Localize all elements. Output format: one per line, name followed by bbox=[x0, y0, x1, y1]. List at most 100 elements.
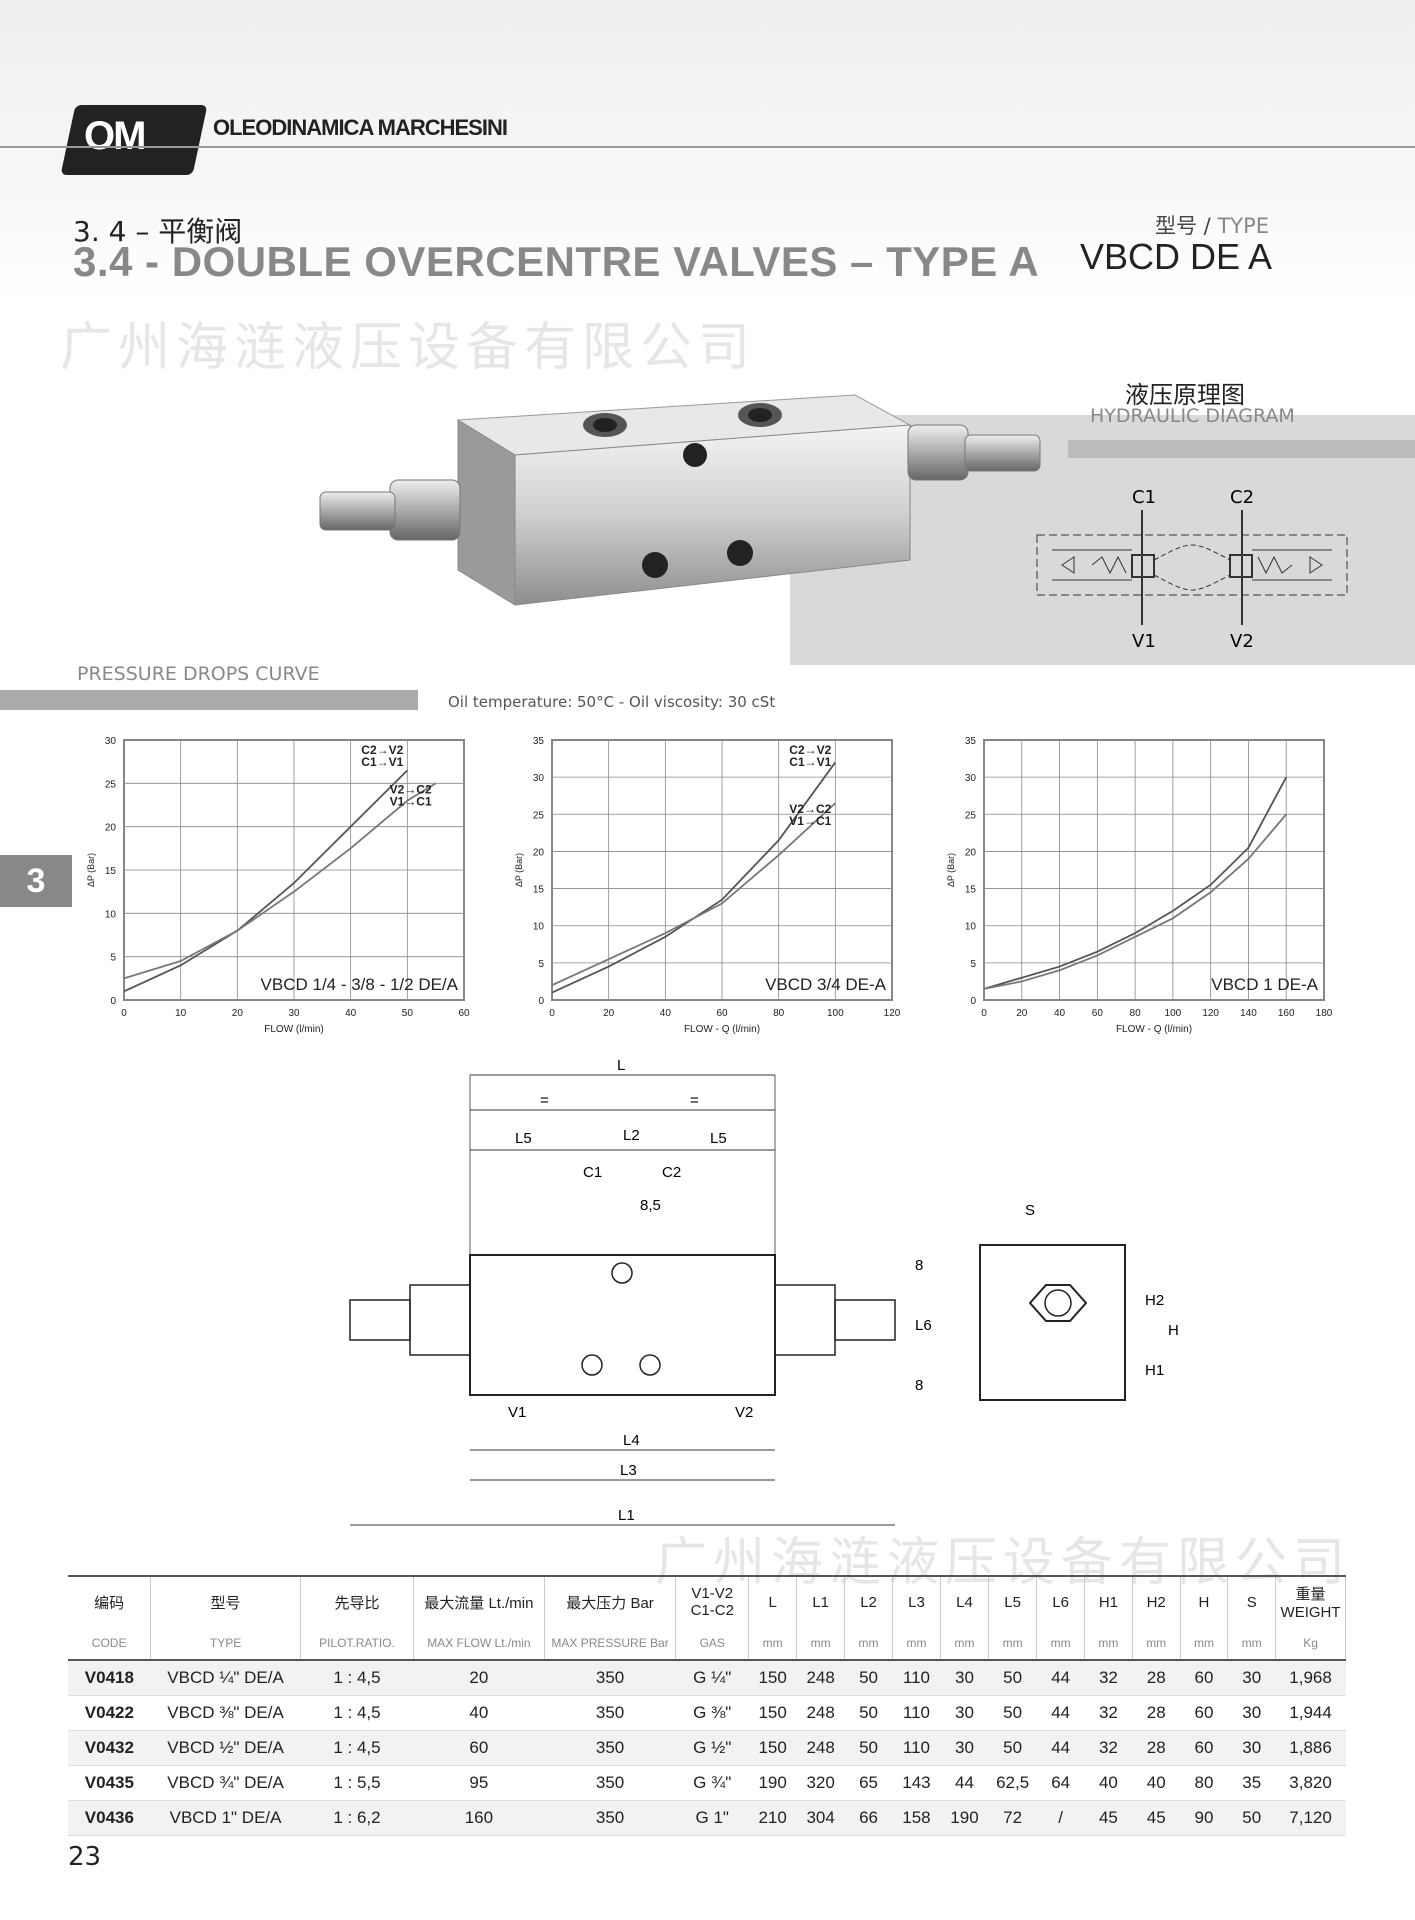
table-unit-cell: mm bbox=[940, 1627, 990, 1661]
table-cell: / bbox=[1036, 1800, 1085, 1836]
table-header-cell: L1 bbox=[796, 1575, 846, 1627]
y-tick-label: 10 bbox=[533, 922, 545, 933]
table-cell: 35 bbox=[1227, 1765, 1276, 1801]
x-tick-label: 50 bbox=[402, 1008, 414, 1019]
series-line bbox=[123, 782, 437, 980]
table-cell: 248 bbox=[796, 1695, 845, 1731]
table-unit-cell: mm bbox=[796, 1627, 846, 1661]
table-header-cell: 型号 bbox=[150, 1575, 301, 1627]
table-cell: VBCD ¼" DE/A bbox=[150, 1660, 301, 1696]
x-tick-label: 30 bbox=[288, 1008, 300, 1019]
x-axis-label: FLOW (l/min) bbox=[264, 1024, 323, 1035]
table-cell: 44 bbox=[1036, 1660, 1085, 1696]
table-cell-code: V0422 bbox=[68, 1695, 151, 1731]
table-unit-cell: PILOT.RATIO. bbox=[300, 1627, 415, 1661]
table-cell: 150 bbox=[748, 1695, 797, 1731]
table-cell: VBCD ½" DE/A bbox=[150, 1730, 301, 1766]
dim-L4: L4 bbox=[623, 1432, 640, 1449]
dim-85: 8,5 bbox=[640, 1197, 661, 1214]
series-label: C2→V2 bbox=[789, 743, 831, 757]
table-header-cell: 最大压力 Bar bbox=[544, 1575, 677, 1627]
y-tick-label: 30 bbox=[533, 773, 545, 784]
table-header-cell: 先导比 bbox=[300, 1575, 415, 1627]
y-tick-label: 5 bbox=[970, 959, 976, 970]
dim-C1: C1 bbox=[583, 1164, 602, 1181]
table-cell-code: V0436 bbox=[68, 1800, 151, 1836]
y-tick-label: 15 bbox=[533, 885, 545, 896]
table-cell: 150 bbox=[748, 1660, 797, 1696]
table-cell: 3,820 bbox=[1275, 1765, 1346, 1801]
x-tick-label: 120 bbox=[1202, 1008, 1219, 1019]
dim-L: L bbox=[617, 1057, 625, 1074]
x-tick-label: 60 bbox=[458, 1008, 470, 1019]
hydraulic-title-en: HYDRAULIC DIAGRAM bbox=[1090, 405, 1295, 427]
table-cell: 160 bbox=[413, 1800, 545, 1836]
x-tick-label: 180 bbox=[1316, 1008, 1333, 1019]
series-line bbox=[983, 813, 1287, 990]
page-number: 23 bbox=[68, 1842, 102, 1872]
table-cell: 350 bbox=[544, 1765, 676, 1801]
table-cell: VBCD ¾" DE/A bbox=[150, 1765, 301, 1801]
table-cell: 60 bbox=[413, 1730, 545, 1766]
x-tick-label: 100 bbox=[1165, 1008, 1182, 1019]
table-cell: G ¼" bbox=[675, 1660, 749, 1696]
table-cell: 110 bbox=[892, 1730, 941, 1766]
table-cell: 65 bbox=[844, 1765, 893, 1801]
table-cell: 30 bbox=[940, 1660, 989, 1696]
y-tick-label: 25 bbox=[105, 779, 117, 790]
table-cell: 60 bbox=[1180, 1730, 1228, 1766]
table-cell: 28 bbox=[1132, 1695, 1181, 1731]
dimension-drawing: L = = L5 L2 L5 C1 C2 8,5 8 L6 8 V1 V2 L4… bbox=[349, 1057, 1179, 1526]
table-cell-code: V0435 bbox=[68, 1765, 151, 1801]
table-cell: 44 bbox=[940, 1765, 989, 1801]
table-cell: 50 bbox=[988, 1730, 1037, 1766]
table-cell: 40 bbox=[413, 1695, 545, 1731]
table-cell: 190 bbox=[940, 1800, 989, 1836]
x-tick-label: 40 bbox=[660, 1008, 672, 1019]
table-cell: 40 bbox=[1084, 1765, 1133, 1801]
table-cell: 50 bbox=[844, 1695, 893, 1731]
table-cell: 72 bbox=[988, 1800, 1037, 1836]
x-tick-label: 80 bbox=[1130, 1008, 1142, 1019]
table-header-cell: H1 bbox=[1084, 1575, 1133, 1627]
table-cell: 1,968 bbox=[1275, 1660, 1346, 1696]
table-cell: 45 bbox=[1132, 1800, 1181, 1836]
table-cell: 60 bbox=[1180, 1660, 1228, 1696]
y-tick-label: 25 bbox=[965, 810, 977, 821]
table-unit-cell: mm bbox=[892, 1627, 941, 1661]
table-unit-cell: mm bbox=[844, 1627, 893, 1661]
table-header-cell: L2 bbox=[844, 1575, 893, 1627]
x-tick-label: 60 bbox=[1092, 1008, 1104, 1019]
valve-product-photo bbox=[319, 394, 1041, 606]
x-tick-label: 0 bbox=[549, 1008, 555, 1019]
table-header-cell: 最大流量 Lt./min bbox=[413, 1575, 545, 1627]
table-cell: 50 bbox=[1227, 1800, 1276, 1836]
dim-eq-1: = bbox=[540, 1092, 549, 1109]
dim-L3: L3 bbox=[620, 1462, 637, 1479]
watermark-top: 广州海涟液压设备有限公司 bbox=[60, 318, 757, 378]
brand-name: OLEODINAMICA MARCHESINI bbox=[213, 115, 508, 140]
table-cell: 95 bbox=[413, 1765, 545, 1801]
table-cell: 62,5 bbox=[988, 1765, 1037, 1801]
table-header-cell: 编码 bbox=[68, 1575, 152, 1627]
dim-C2: C2 bbox=[662, 1164, 681, 1181]
y-tick-label: 15 bbox=[965, 885, 977, 896]
dim-L6: L6 bbox=[915, 1317, 932, 1334]
x-tick-label: 80 bbox=[773, 1008, 785, 1019]
page-title-en: 3.4 - DOUBLE OVERCENTRE VALVES – TYPE A bbox=[73, 238, 1040, 285]
table-cell: 66 bbox=[844, 1800, 893, 1836]
y-axis-label: ΔP (Bar) bbox=[946, 853, 956, 887]
table-cell: 50 bbox=[844, 1730, 893, 1766]
hydraulic-title-zh: 液压原理图 bbox=[1125, 381, 1245, 409]
x-tick-label: 160 bbox=[1278, 1008, 1295, 1019]
table-header-cell: 重量 WEIGHT bbox=[1275, 1575, 1346, 1627]
x-tick-label: 10 bbox=[175, 1008, 187, 1019]
x-tick-label: 20 bbox=[603, 1008, 615, 1019]
table-cell: 45 bbox=[1084, 1800, 1133, 1836]
table-cell: 30 bbox=[1227, 1695, 1276, 1731]
series-label: C1→V1 bbox=[361, 755, 403, 769]
